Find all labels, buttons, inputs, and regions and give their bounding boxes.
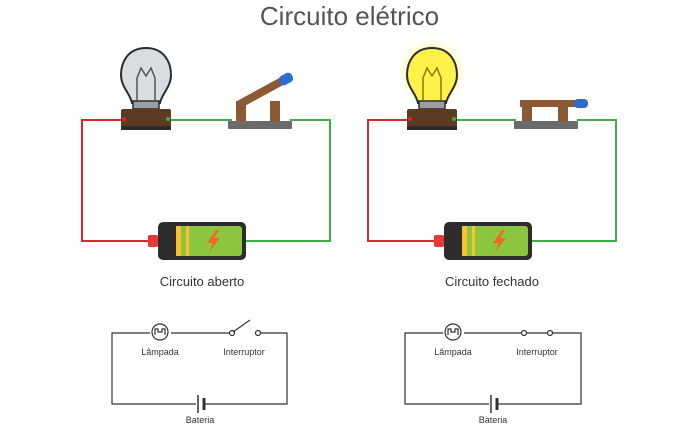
open-circuit <box>81 46 331 260</box>
positive-wire <box>367 119 436 242</box>
battery-label: Bateria <box>185 415 215 425</box>
light-bulb-on <box>394 34 470 130</box>
knife-switch-closed <box>514 99 588 129</box>
switch-label: Interruptor <box>516 347 558 357</box>
switch-label: Interruptor <box>223 347 265 357</box>
light-bulb-off <box>119 46 173 130</box>
positive-wire <box>81 119 150 242</box>
lamp-label: Lâmpada <box>434 347 472 357</box>
battery <box>148 222 246 260</box>
negative-wire <box>456 119 617 242</box>
open-circuit-schematic <box>111 319 288 413</box>
open-circuit-caption: Circuito aberto <box>159 274 245 289</box>
diagram-title: Circuito elétrico <box>259 1 440 31</box>
closed-circuit-caption: Circuito fechado <box>445 274 539 289</box>
battery-label: Bateria <box>478 415 508 425</box>
closed-circuit-schematic <box>404 323 582 413</box>
battery <box>434 222 532 260</box>
lamp-label: Lâmpada <box>141 347 179 357</box>
closed-circuit <box>367 34 617 260</box>
negative-wire <box>170 119 331 242</box>
knife-switch-open <box>228 72 294 129</box>
